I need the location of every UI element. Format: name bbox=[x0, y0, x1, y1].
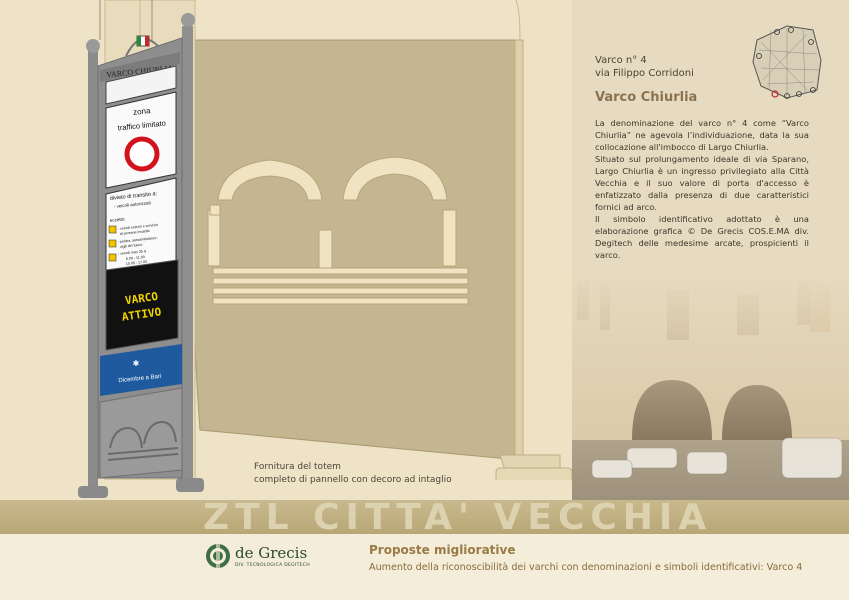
logo-name: de Grecis bbox=[235, 544, 308, 562]
description-paragraph: Il simbolo identificativo adottato è una… bbox=[595, 214, 809, 260]
totem-caption: Fornitura del totem completo di pannello… bbox=[254, 461, 452, 487]
totem-caption-line2: completo di pannello con decoro ad intag… bbox=[254, 475, 452, 485]
except-2: - polizia, autoambulanze, bbox=[118, 236, 158, 244]
description-paragraph: Situato sul prolungamento ideale di via … bbox=[595, 154, 809, 212]
except-3: - veicoli max 35 q bbox=[118, 249, 146, 256]
city-map-thumbnail bbox=[752, 25, 822, 99]
gate-number: Varco n° 4 bbox=[595, 55, 647, 66]
footer-title: Proposte migliorative bbox=[369, 543, 516, 557]
current-gate-marker bbox=[771, 90, 779, 98]
band-title: ZTL CITTA' VECCHIA bbox=[203, 497, 713, 538]
display-line1: VARCO bbox=[124, 290, 159, 308]
except-2b: vigili del fuoco bbox=[120, 243, 143, 249]
no-entry-icon bbox=[124, 136, 160, 172]
except-3c: 15.00 - 17.00 bbox=[126, 260, 147, 266]
totem-caption-line1: Fornitura del totem bbox=[254, 462, 341, 472]
largo-chiurlia-photo bbox=[572, 270, 849, 500]
banner-text: Dicembre a Bari bbox=[118, 374, 161, 384]
except-label: eccetto: bbox=[110, 216, 126, 223]
carved-arcade-decor bbox=[107, 420, 179, 461]
footer bbox=[0, 534, 849, 600]
except-3b: 6.00 - 11.00 bbox=[126, 255, 145, 261]
logo-subtitle: DIV. TECNOLOGICA DEGITECH bbox=[235, 563, 310, 568]
snowflake-icon: ✱ bbox=[133, 359, 140, 368]
gate-street: via Filippo Corridoni bbox=[595, 68, 694, 79]
gate-description: La denominazione del varco n° 4 come “Va… bbox=[595, 117, 809, 261]
transit-sub: - veicoli autorizzati bbox=[114, 200, 151, 209]
totem-sign: VARCO CHIURLIA zona traffico limitato di… bbox=[78, 13, 204, 498]
description-paragraph: La denominazione del varco n° 4 come “Va… bbox=[595, 118, 809, 152]
gate-name: Varco Chiurlia bbox=[595, 90, 698, 105]
loading-icon bbox=[108, 253, 117, 262]
truck-icon bbox=[108, 225, 117, 234]
title-band bbox=[0, 500, 849, 534]
display-line2: ATTIVO bbox=[121, 305, 163, 323]
except-1: - veicoli esterni e servizio bbox=[118, 223, 158, 231]
footer-subtitle: Aumento della riconoscibilità dei varchi… bbox=[369, 562, 803, 573]
degrecis-logo-icon bbox=[206, 544, 230, 568]
zone-line1: zona bbox=[133, 106, 152, 117]
except-1b: di persone invalide bbox=[120, 229, 150, 236]
police-icon bbox=[108, 239, 117, 248]
transit-title: divieto di transito a: bbox=[110, 191, 158, 202]
